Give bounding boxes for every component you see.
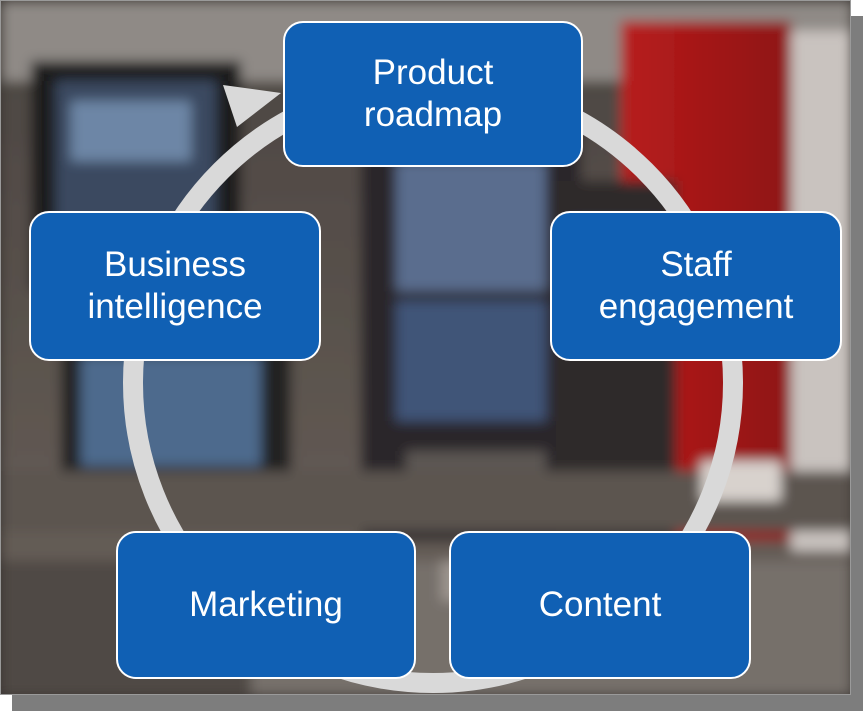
cycle-node-content: Content bbox=[449, 531, 751, 679]
cycle-node-product-roadmap: Product roadmap bbox=[283, 21, 583, 167]
cycle-node-business-intelligence: Business intelligence bbox=[29, 211, 321, 361]
cycle-node-staff-engagement: Staff engagement bbox=[550, 211, 842, 361]
photo-frame: Product roadmap Staff engagement Content… bbox=[0, 0, 851, 695]
cycle-arrowhead-icon bbox=[223, 85, 281, 127]
cycle-node-marketing: Marketing bbox=[116, 531, 416, 679]
